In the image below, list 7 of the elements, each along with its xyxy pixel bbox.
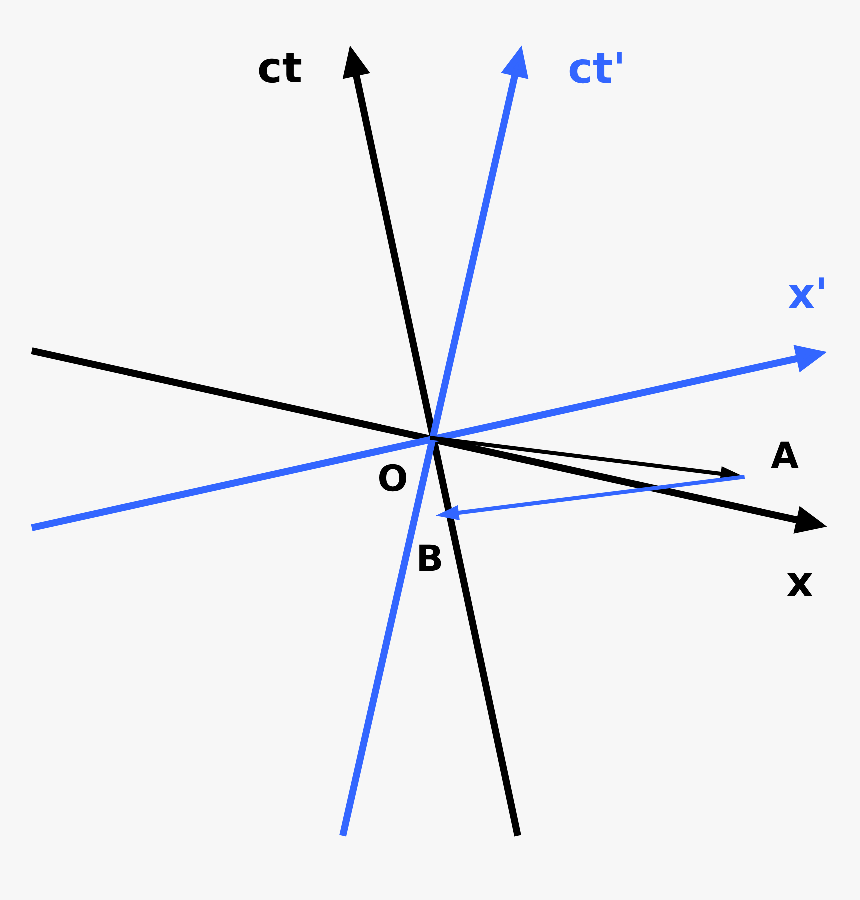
axis-label: x: [787, 574, 813, 596]
axis-label: ct': [570, 52, 622, 84]
point-label: O: [380, 464, 406, 492]
point-label: B: [420, 544, 442, 572]
axis-label: x': [788, 278, 824, 308]
point-label: A: [771, 442, 799, 468]
axis-label: ct: [259, 52, 302, 84]
